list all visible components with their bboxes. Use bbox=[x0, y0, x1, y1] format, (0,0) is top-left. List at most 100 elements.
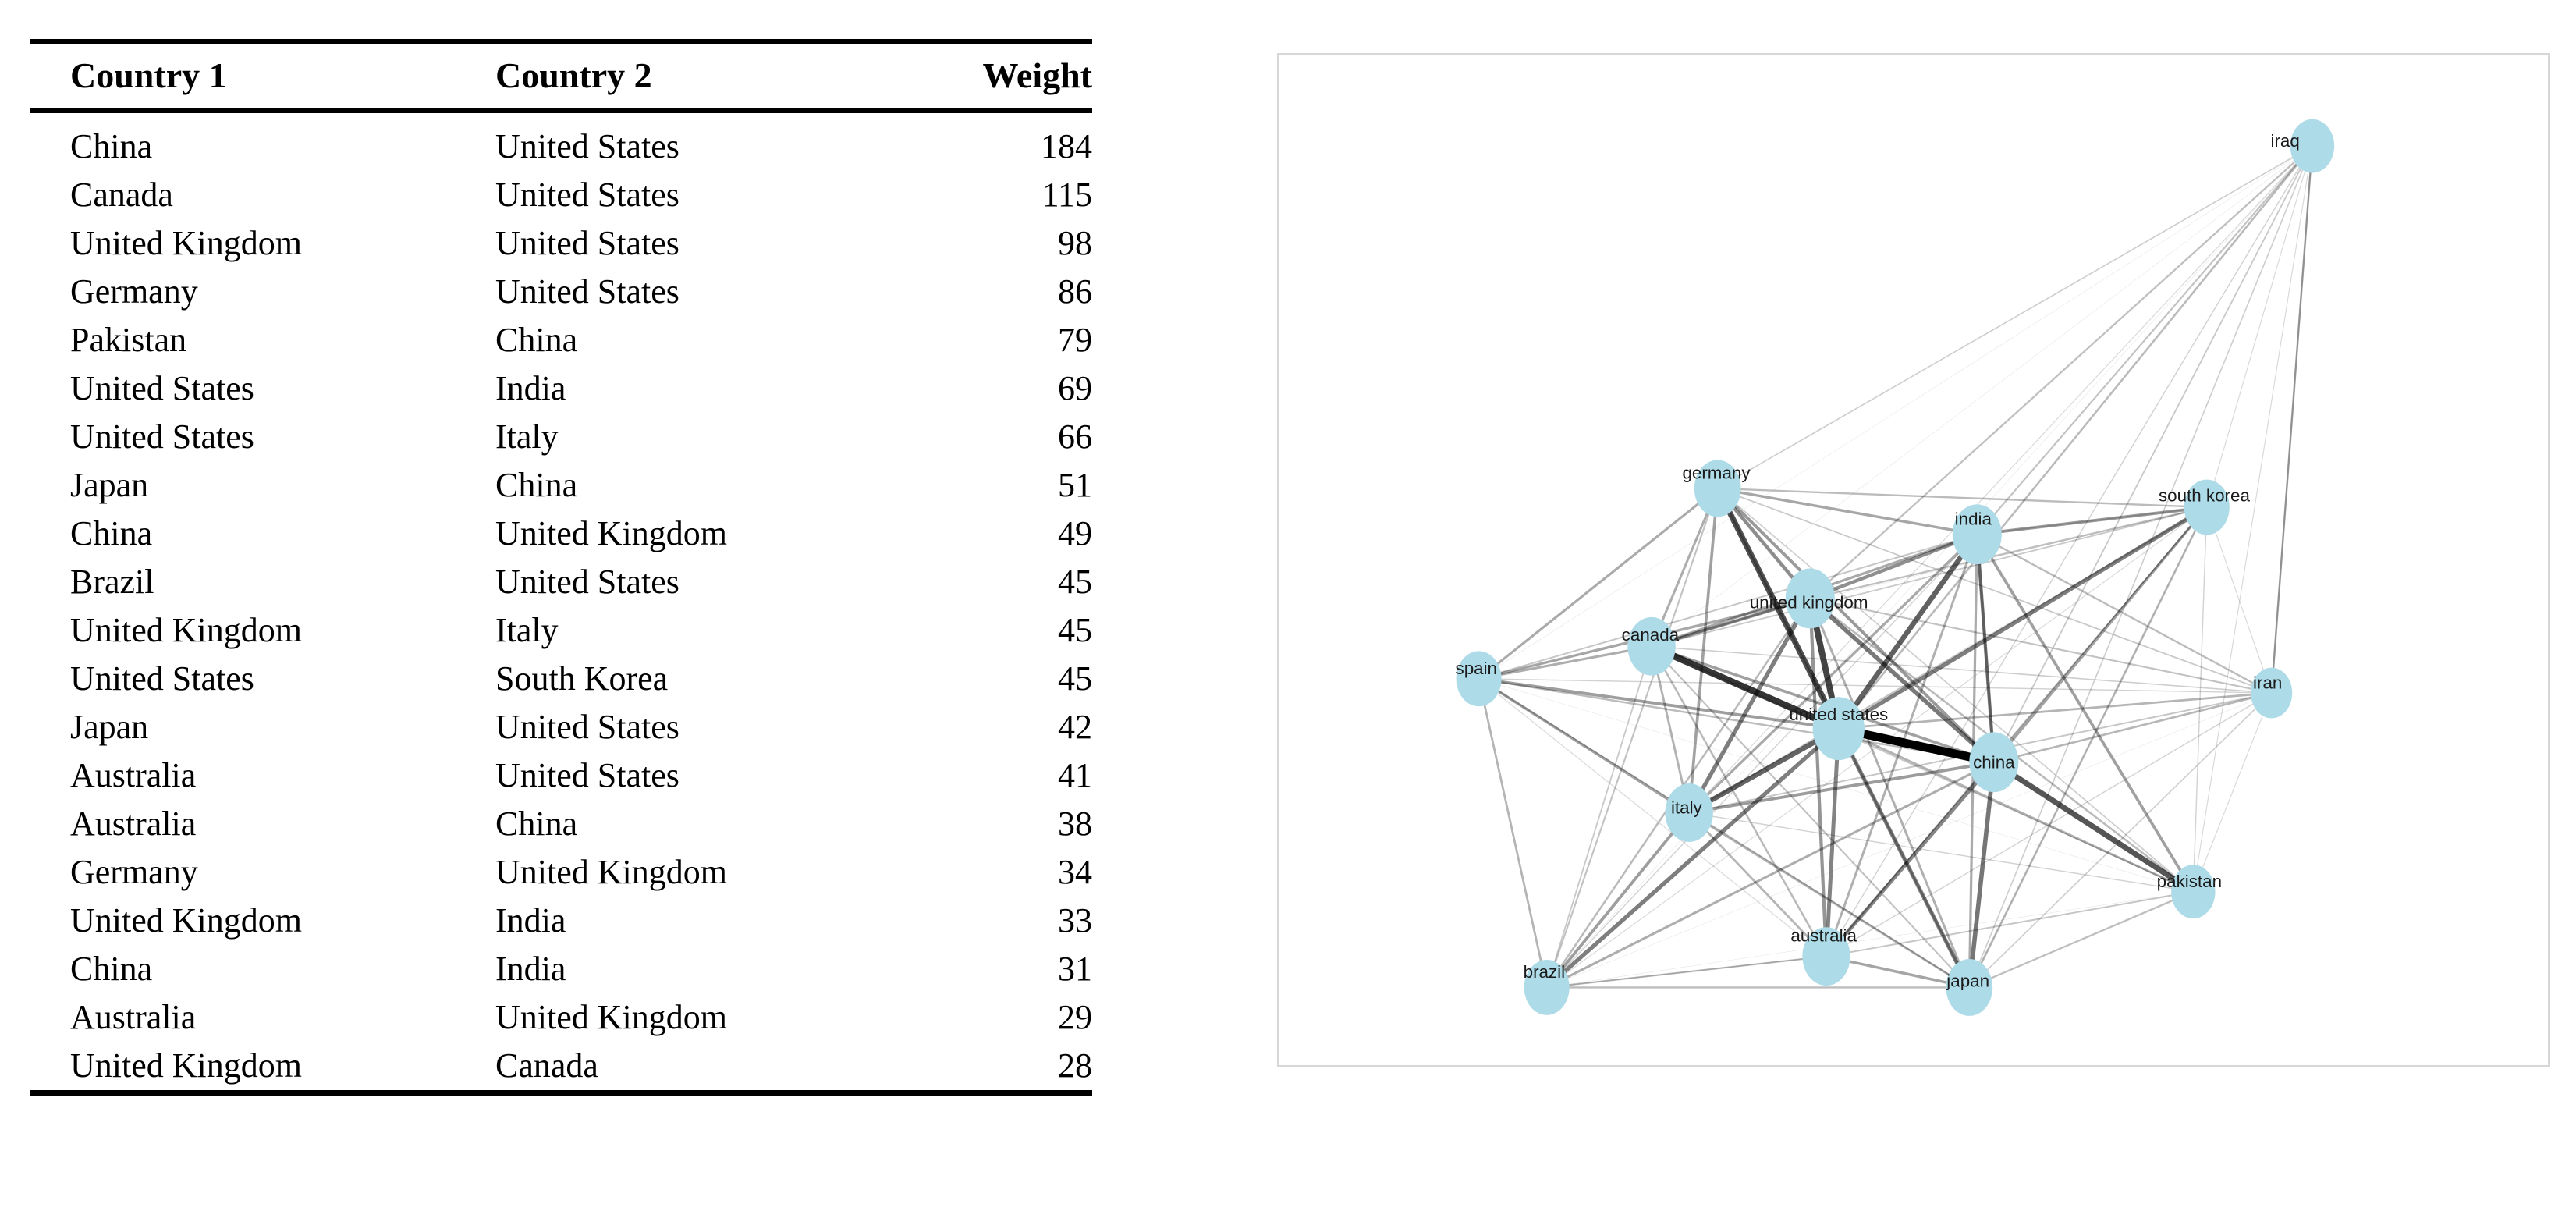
node-circle[interactable] bbox=[1952, 504, 2002, 565]
graph-edge bbox=[1717, 488, 2273, 694]
graph-edge bbox=[1809, 532, 1978, 601]
graph-node-canada[interactable]: canada bbox=[1622, 616, 1680, 676]
graph-node-japan[interactable]: japan bbox=[1946, 959, 1993, 1016]
node-label: italy bbox=[1671, 797, 1703, 817]
graph-edge bbox=[1836, 727, 1971, 989]
graph-edge bbox=[1992, 759, 2195, 894]
cell-country-1: Germany bbox=[70, 272, 198, 311]
graph-edge bbox=[1992, 506, 2209, 763]
cell-country-2: India bbox=[495, 950, 566, 989]
graph-edge bbox=[1478, 678, 1970, 989]
graph-node-iran[interactable]: iran bbox=[2251, 667, 2293, 719]
graph-node-iraq[interactable]: iraq bbox=[2270, 119, 2335, 173]
graph-node-italy[interactable]: italy bbox=[1665, 783, 1713, 842]
node-circle[interactable] bbox=[2184, 479, 2230, 535]
table-bottom-rule bbox=[30, 1090, 1092, 1098]
cell-country-2: United States bbox=[495, 176, 679, 215]
cell-country-1: United Kingdom bbox=[70, 1046, 302, 1085]
node-circle[interactable] bbox=[2171, 865, 2216, 919]
graph-edge bbox=[1545, 646, 1652, 988]
graph-edge bbox=[1688, 145, 2313, 813]
graph-edge bbox=[2192, 692, 2273, 892]
node-circle[interactable] bbox=[2251, 667, 2293, 719]
graph-node-india[interactable]: india bbox=[1952, 504, 2002, 565]
cell-country-2: Canada bbox=[495, 1046, 598, 1085]
cell-country-1: Australia bbox=[70, 998, 197, 1037]
graph-edge bbox=[1478, 678, 1827, 957]
graph-node-brazil[interactable]: brazil bbox=[1524, 960, 1570, 1015]
graph-edge bbox=[1717, 487, 1978, 536]
graph-edge bbox=[2206, 145, 2313, 508]
graph-edge bbox=[1968, 890, 2194, 989]
node-circle[interactable] bbox=[1694, 460, 1741, 517]
graph-node-germany[interactable]: germany bbox=[1682, 460, 1751, 517]
node-circle[interactable] bbox=[1802, 927, 1850, 986]
cell-weight: 38 bbox=[1058, 805, 1092, 844]
node-circle[interactable] bbox=[1665, 783, 1713, 842]
graph-edge bbox=[1715, 487, 1842, 730]
cell-weight: 115 bbox=[1041, 176, 1092, 215]
graph-edge bbox=[1967, 762, 1996, 988]
graph-node-pakistan[interactable]: pakistan bbox=[2157, 865, 2222, 919]
graph-edge bbox=[1688, 533, 1978, 814]
graph-edge bbox=[1546, 534, 1978, 988]
node-circle[interactable] bbox=[1785, 568, 1835, 629]
node-circle[interactable] bbox=[1627, 616, 1676, 676]
graph-edge bbox=[1975, 534, 1996, 762]
graph-edge bbox=[1810, 506, 2208, 600]
graph-edge bbox=[1689, 812, 2194, 893]
graph-edge bbox=[1651, 645, 1971, 989]
cell-weight: 66 bbox=[1058, 417, 1092, 456]
node-circle[interactable] bbox=[1524, 960, 1570, 1015]
cell-country-2: United Kingdom bbox=[495, 998, 727, 1037]
graph-edge bbox=[1810, 597, 2272, 694]
graph-edge bbox=[1546, 956, 1827, 989]
graph-node-spain[interactable]: spain bbox=[1456, 651, 1502, 707]
graph-edge bbox=[2192, 506, 2208, 892]
node-label: india bbox=[1955, 509, 1992, 528]
node-circle[interactable] bbox=[1969, 732, 2019, 793]
graph-edge bbox=[1651, 506, 2207, 648]
cell-weight: 86 bbox=[1058, 272, 1092, 311]
node-circle[interactable] bbox=[1456, 651, 1502, 707]
node-circle[interactable] bbox=[1946, 959, 1993, 1016]
node-label: brazil bbox=[1524, 962, 1565, 982]
graph-edge bbox=[1993, 691, 2273, 764]
node-label: canada bbox=[1622, 625, 1680, 645]
node-label: pakistan bbox=[2157, 872, 2222, 891]
cell-country-2: Italy bbox=[495, 417, 559, 456]
graph-edge bbox=[1545, 812, 1691, 989]
node-circle[interactable] bbox=[1812, 697, 1865, 761]
node-label: japan bbox=[1946, 971, 1989, 991]
cell-country-2: China bbox=[495, 466, 578, 505]
cell-country-2: India bbox=[495, 369, 566, 408]
cell-country-1: Japan bbox=[70, 466, 149, 505]
cell-country-2: South Korea bbox=[495, 659, 669, 698]
rule-cell bbox=[30, 1090, 495, 1098]
graph-node-china[interactable]: china bbox=[1969, 732, 2019, 793]
graph-node-south-korea[interactable]: south korea bbox=[2159, 479, 2250, 535]
graph-node-united-states[interactable]: united states bbox=[1789, 697, 1888, 761]
graph-edge bbox=[1545, 488, 1719, 988]
graph-node-australia[interactable]: australia bbox=[1790, 926, 1857, 986]
graph-edge bbox=[1826, 954, 1970, 989]
graph-edge bbox=[1976, 145, 2313, 535]
graph-node-united-kingdom[interactable]: united kingdom bbox=[1750, 568, 1868, 629]
graph-edge bbox=[2270, 146, 2314, 694]
cell-country-1: Australia bbox=[70, 756, 197, 795]
graph-edge bbox=[1826, 890, 2194, 957]
graph-edge bbox=[1478, 506, 2207, 680]
graph-edge bbox=[1546, 692, 2272, 988]
graph-edge bbox=[1478, 678, 2194, 892]
node-circle[interactable] bbox=[2290, 119, 2335, 173]
cell-country-1: Germany bbox=[70, 853, 198, 892]
graph-edge bbox=[1717, 487, 2207, 509]
rule-cell bbox=[495, 1090, 932, 1098]
